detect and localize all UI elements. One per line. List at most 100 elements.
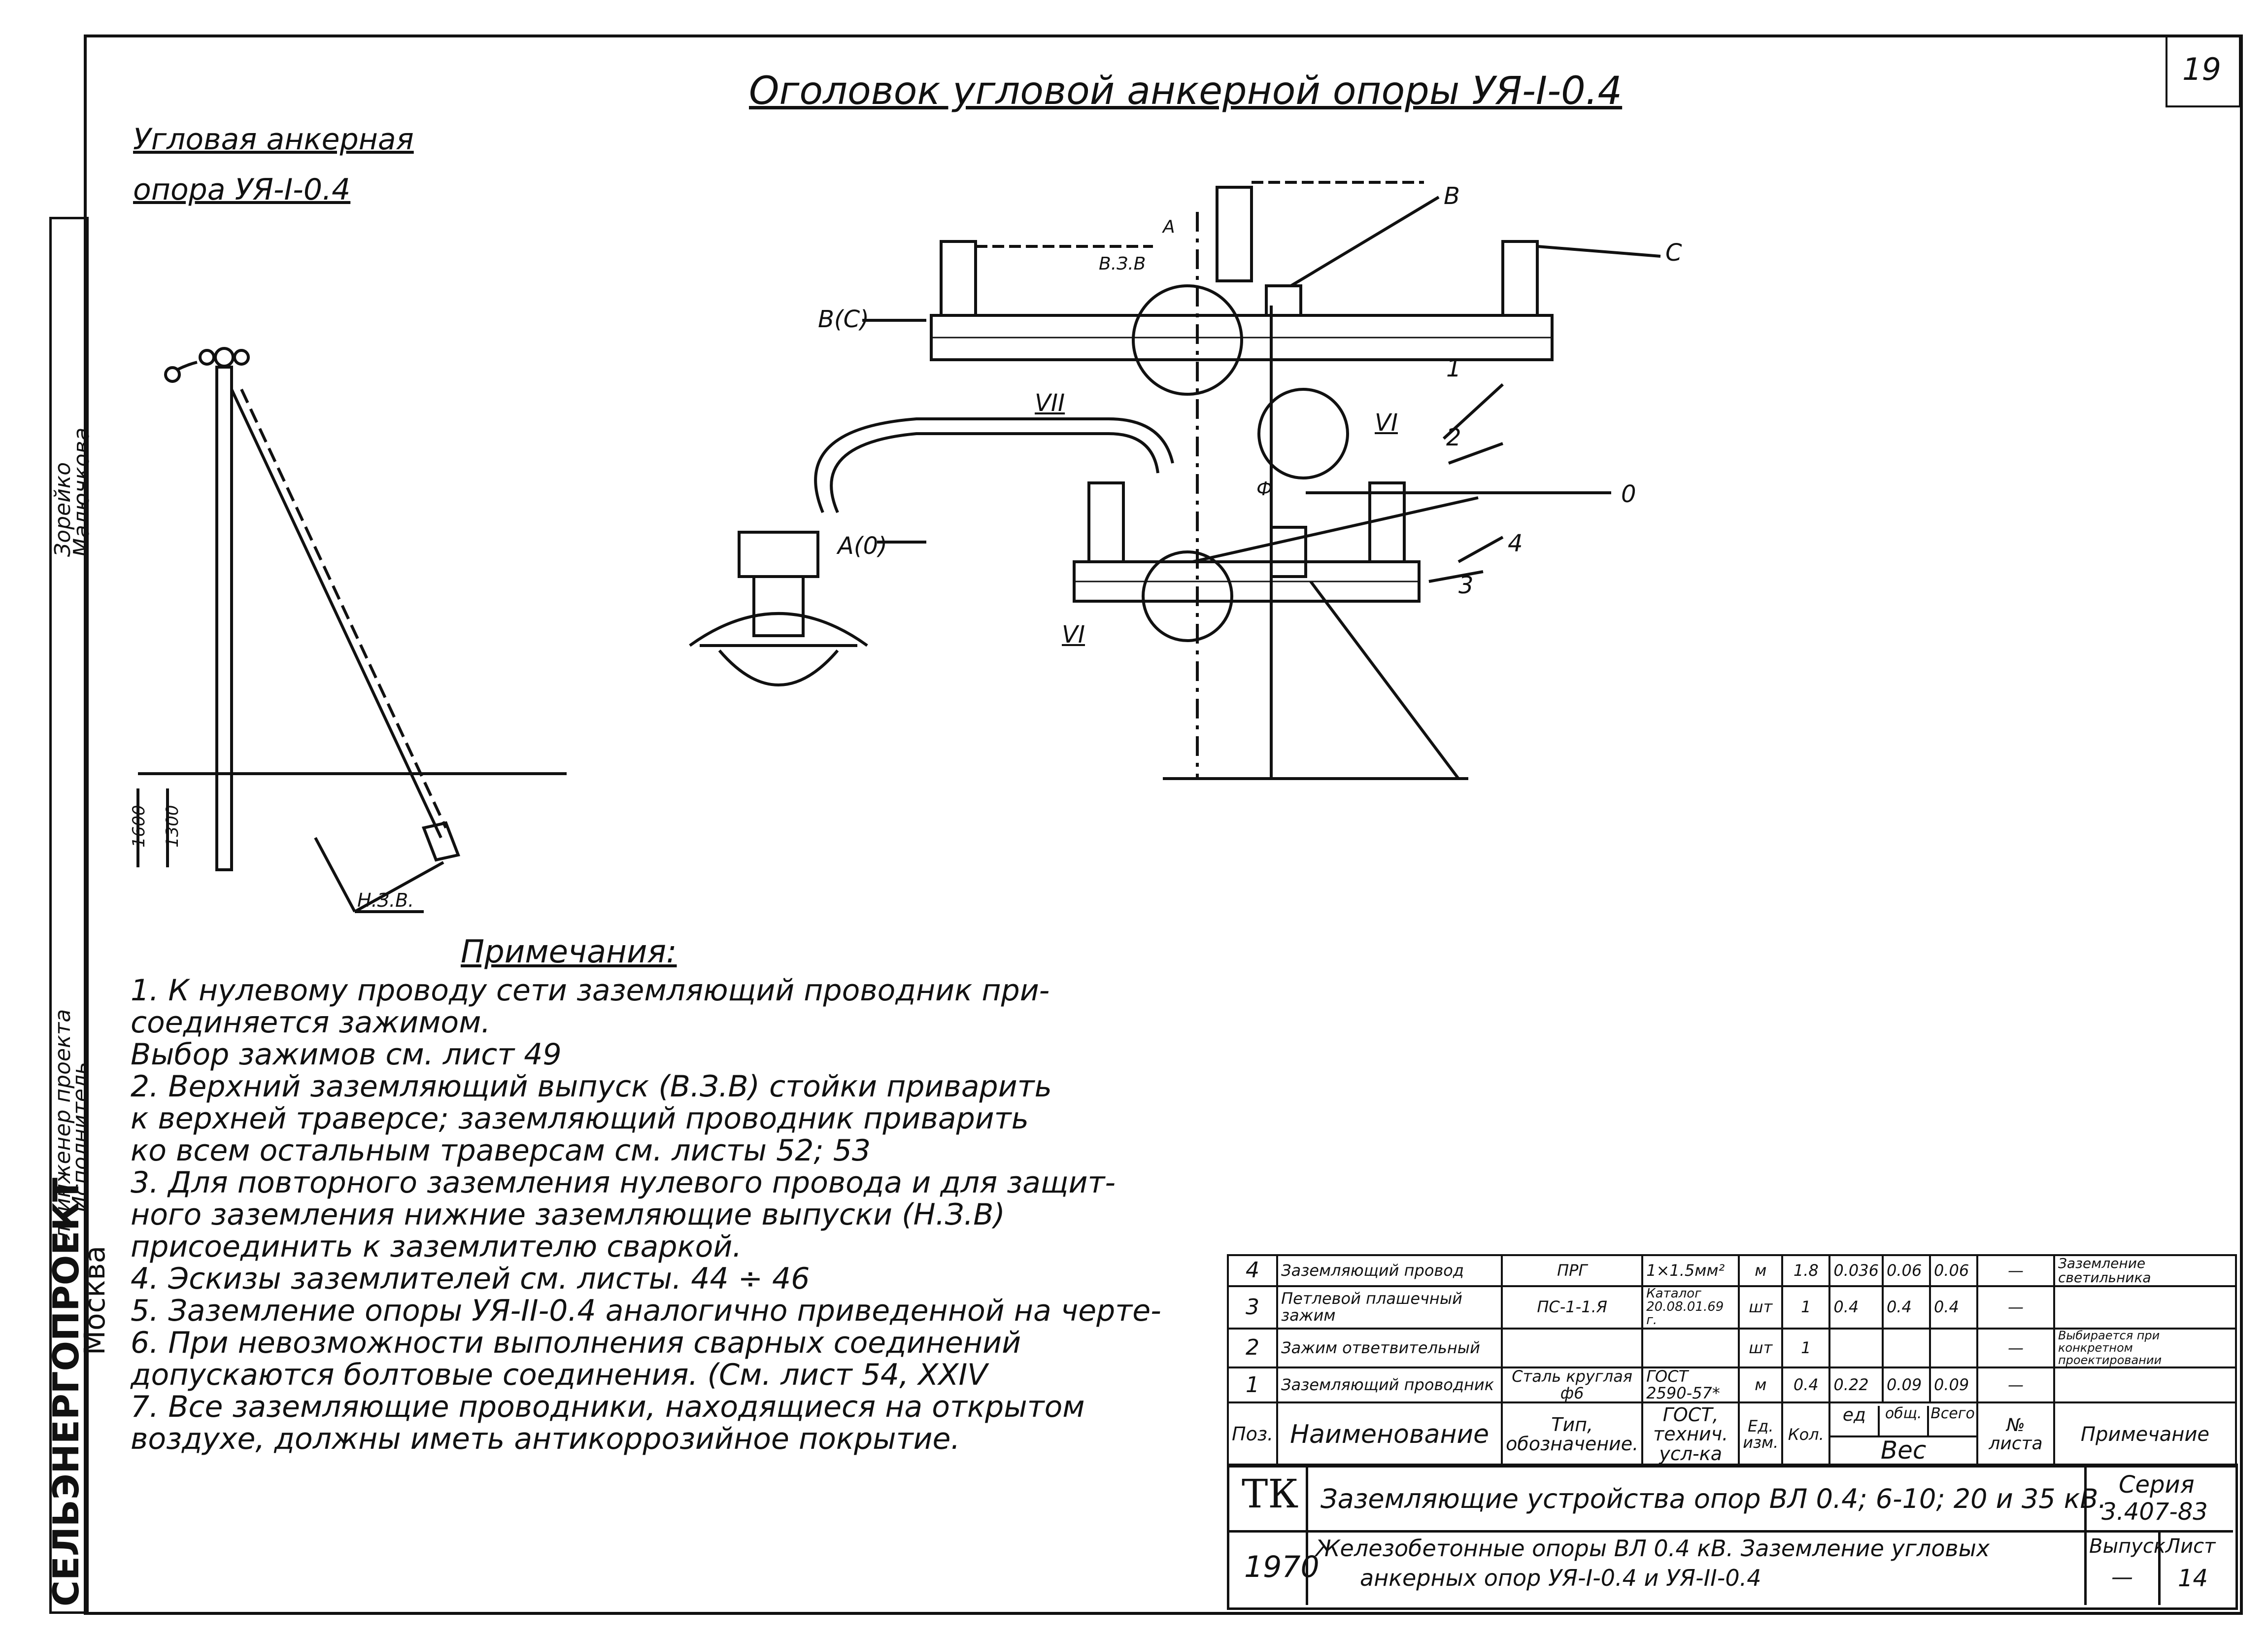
header-sheet: № листа xyxy=(1976,1401,2055,1468)
cell-sheet: — xyxy=(1976,1285,2055,1330)
tb-sheet-label: Лист xyxy=(2166,1535,2216,1558)
label-A: А xyxy=(1163,217,1175,237)
cell-unit: м xyxy=(1738,1366,1784,1404)
note-line: 6. При невозможности выполнения сварных … xyxy=(131,1326,1021,1360)
header-note: Примечание xyxy=(2053,1401,2237,1468)
tb-issue-label: Выпуск xyxy=(2089,1535,2166,1558)
header-weight-group: ед общ. Всего Вес xyxy=(1828,1401,1978,1468)
cell-w2 xyxy=(1881,1327,1931,1369)
cell-unit: шт xyxy=(1738,1285,1784,1330)
note-line: Выбор зажимов см. лист 49 xyxy=(131,1037,562,1072)
header-w3: Всего xyxy=(1930,1405,1975,1423)
cell-sheet: — xyxy=(1976,1254,2055,1287)
cell-w1 xyxy=(1828,1327,1884,1369)
tb-issue-value: — xyxy=(2111,1565,2133,1590)
cell-w3 xyxy=(1929,1327,1978,1369)
cell-name: Петлевой плашечный зажим xyxy=(1276,1285,1503,1330)
cell-w2: 0.06 xyxy=(1881,1254,1931,1287)
callout-3: 3 xyxy=(1458,572,1474,599)
cell-note: Выбирается при конкретном проектировании xyxy=(2053,1327,2237,1369)
main-title: Оголовок угловой анкерной опоры УЯ-I-0.4 xyxy=(749,69,1623,113)
notes-title: Примечания: xyxy=(461,934,677,970)
cell-qty: 0.4 xyxy=(1781,1366,1831,1404)
left-title-line1: Угловая анкерная xyxy=(133,122,414,157)
cell-note xyxy=(2053,1285,2237,1330)
sheet-number: 19 xyxy=(2182,51,2221,87)
callout-2: 2 xyxy=(1446,424,1461,451)
note-line: 4. Эскизы заземлителей см. листы. 44 ÷ 4… xyxy=(131,1262,810,1296)
label-F: Ф xyxy=(1256,478,1273,500)
note-line: 2. Верхний заземляющий выпуск (В.З.В) ст… xyxy=(131,1069,1052,1104)
cell-type xyxy=(1501,1327,1644,1369)
table-row: 1 Заземляющий проводник Сталь круглая ф6… xyxy=(1226,1366,2237,1404)
cell-gost xyxy=(1641,1327,1740,1369)
header-weight: Вес xyxy=(1880,1436,1927,1465)
cell-w3: 0.4 xyxy=(1929,1285,1978,1330)
cell-w1: 0.036 xyxy=(1828,1254,1884,1287)
label-B: В xyxy=(1444,182,1460,210)
cell-qty: 1 xyxy=(1781,1285,1831,1330)
header-qty: Кол. xyxy=(1781,1401,1831,1468)
cell-unit: м xyxy=(1738,1254,1784,1287)
note-line: соединяется зажимом. xyxy=(131,1005,491,1040)
header-pos: Поз. xyxy=(1226,1401,1279,1468)
callout-VI-lower: VI xyxy=(1062,621,1085,649)
note-line: 1. К нулевому проводу сети заземляющий п… xyxy=(131,973,1050,1008)
cell-pos: 2 xyxy=(1226,1327,1279,1369)
tb-series-value: 3.407-83 xyxy=(2101,1498,2208,1526)
cell-type: ПРГ xyxy=(1501,1254,1644,1287)
tb-line1: Заземляющие устройства опор ВЛ 0.4; 6-10… xyxy=(1320,1483,2107,1514)
title-block-vdiv3 xyxy=(2158,1530,2161,1605)
note-line: 3. Для повторного заземления нулевого пр… xyxy=(131,1165,1116,1200)
cell-w3: 0.09 xyxy=(1929,1366,1978,1404)
cell-name: Зажим ответвительный xyxy=(1276,1327,1503,1369)
pole-dim-1300: 1300 xyxy=(163,805,182,848)
note-line: воздухе, должны иметь антикоррозийное по… xyxy=(131,1422,960,1456)
ground-outlet-label: Н.З.В. xyxy=(357,889,414,911)
pole-dim-1600: 1600 xyxy=(129,805,149,848)
header-w1: ед xyxy=(1830,1406,1880,1436)
cell-type: ПС-1-1.Я xyxy=(1501,1285,1644,1330)
header-name: Наименование xyxy=(1276,1401,1503,1468)
side-stamp xyxy=(49,217,89,1614)
tb-line2a: Железобетонные опоры ВЛ 0.4 кВ. Заземлен… xyxy=(1316,1535,1990,1562)
note-line: 7. Все заземляющие проводники, находящие… xyxy=(131,1390,1085,1424)
tb-sheet-value: 14 xyxy=(2178,1565,2208,1592)
cell-gost: 1×1.5мм² xyxy=(1641,1254,1740,1287)
label-0: 0 xyxy=(1621,480,1636,508)
cell-unit: шт xyxy=(1738,1327,1784,1369)
cell-pos: 4 xyxy=(1226,1254,1279,1287)
cell-note xyxy=(2053,1366,2237,1404)
cell-qty: 1 xyxy=(1781,1327,1831,1369)
note-line: допускаются болтовые соединения. (См. ли… xyxy=(131,1358,988,1392)
sheet-number-box: 19 xyxy=(2166,34,2241,107)
cell-sheet: — xyxy=(1976,1327,2055,1369)
note-line: ного заземления нижние заземляющие выпус… xyxy=(131,1197,1005,1232)
label-A-0: А(0) xyxy=(838,532,887,560)
cell-w3: 0.06 xyxy=(1929,1254,1978,1287)
cell-gost: Каталог 20.08.01.69 г. xyxy=(1641,1285,1740,1330)
table-header-row: Поз. Наименование Тип, обозначение. ГОСТ… xyxy=(1226,1401,2237,1468)
sheet-frame xyxy=(84,34,2243,1615)
header-w2: общ. xyxy=(1880,1406,1929,1436)
callout-VI-upper: VI xyxy=(1375,409,1398,437)
header-type: Тип, обозначение. xyxy=(1501,1401,1644,1468)
header-unit: Ед. изм. xyxy=(1738,1401,1784,1468)
note-line: 5. Заземление опоры УЯ-II-0.4 аналогично… xyxy=(131,1294,1161,1328)
table-row: 3 Петлевой плашечный зажим ПС-1-1.Я Ката… xyxy=(1226,1285,2237,1330)
note-line: к верхней траверсе; заземляющий проводни… xyxy=(131,1101,1029,1136)
cell-w2: 0.4 xyxy=(1881,1285,1931,1330)
cell-pos: 3 xyxy=(1226,1285,1279,1330)
left-title-line2: опора УЯ-I-0.4 xyxy=(133,172,351,207)
callout-1: 1 xyxy=(1446,355,1461,382)
callout-VII: VII xyxy=(1035,389,1065,417)
cell-name: Заземляющий провод xyxy=(1276,1254,1503,1287)
title-block xyxy=(1227,1464,2238,1610)
cell-sheet: — xyxy=(1976,1366,2055,1404)
note-line: присоединить к заземлителю сваркой. xyxy=(131,1229,742,1264)
note-line: ко всем остальным траверсам см. листы 52… xyxy=(131,1133,871,1168)
cell-w1: 0.4 xyxy=(1828,1285,1884,1330)
cell-name: Заземляющий проводник xyxy=(1276,1366,1503,1404)
callout-4: 4 xyxy=(1508,530,1523,557)
